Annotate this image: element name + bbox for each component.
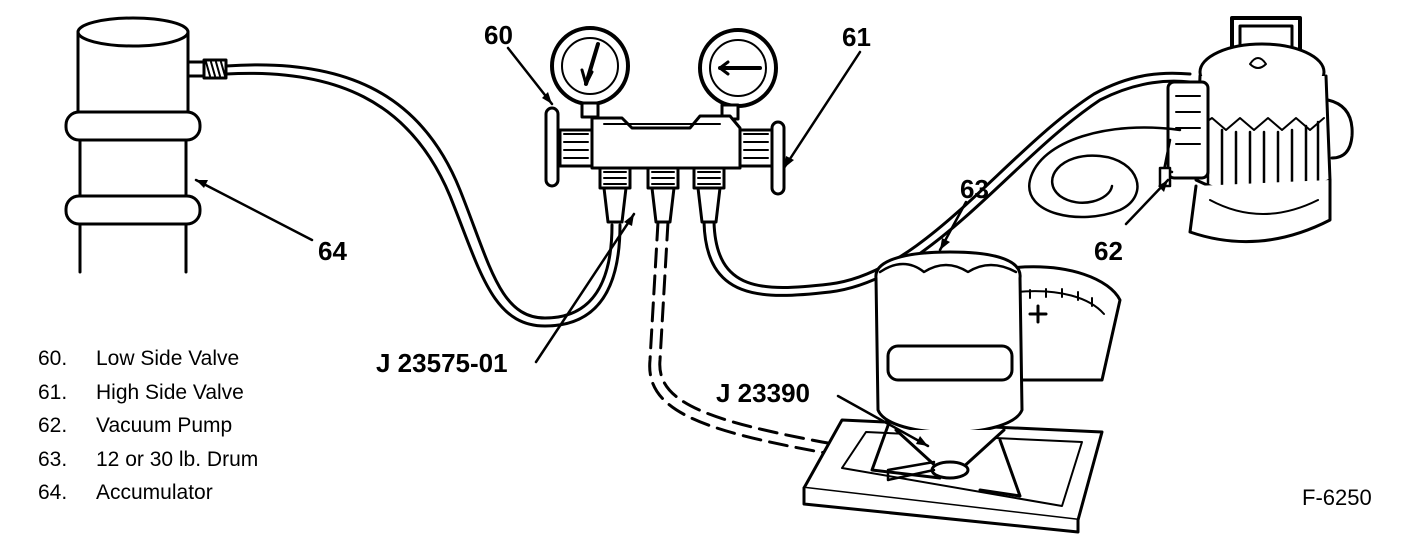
legend-number: 61. — [38, 380, 68, 404]
legend-item: 63. 12 or 30 lb. Drum — [38, 443, 258, 477]
accumulator — [64, 16, 228, 274]
legend-item: 64. Accumulator — [38, 476, 258, 510]
legend-item: 62. Vacuum Pump — [38, 409, 258, 443]
legend-number: 64. — [38, 481, 68, 504]
legend-label: 12 or 30 lb. Drum — [96, 447, 259, 471]
legend-item: 61. High Side Valve — [38, 376, 258, 410]
callout-60: 60 — [484, 20, 513, 50]
low-side-valve-handle — [544, 106, 560, 188]
callout-manifold-tool: J 23575-01 — [376, 348, 508, 378]
manifold-ports — [598, 166, 726, 224]
accumulator-hose — [224, 63, 622, 328]
leader-lines — [194, 46, 1170, 448]
callout-64: 64 — [318, 236, 347, 266]
callout-63: 63 — [960, 174, 989, 204]
vacuum-pump — [1028, 16, 1354, 244]
callout-61: 61 — [842, 22, 871, 52]
legend-label: Low Side Valve — [96, 347, 240, 370]
figure-id: F-6250 — [1302, 485, 1372, 510]
legend-label: High Side Valve — [96, 380, 244, 404]
leader-arrowheads — [196, 92, 1168, 446]
legend: 60. Low Side Valve 61. High Side Valve 6… — [38, 342, 258, 510]
callout-62: 62 — [1094, 236, 1123, 266]
power-cord — [1028, 126, 1182, 219]
legend-label: Accumulator — [96, 481, 213, 504]
legend-number: 62. — [38, 414, 68, 437]
legend-item: 60. Low Side Valve — [38, 342, 258, 376]
charging-scale — [802, 265, 1122, 534]
legend-label: Vacuum Pump — [96, 414, 233, 437]
legend-number: 60. — [38, 347, 68, 370]
legend-number: 63. — [38, 447, 68, 471]
callout-scale-tool: J 23390 — [716, 378, 810, 408]
high-side-valve-handle — [770, 120, 786, 196]
vacuum-pump-hose — [702, 71, 1192, 297]
manifold-gauge-set — [544, 26, 786, 224]
